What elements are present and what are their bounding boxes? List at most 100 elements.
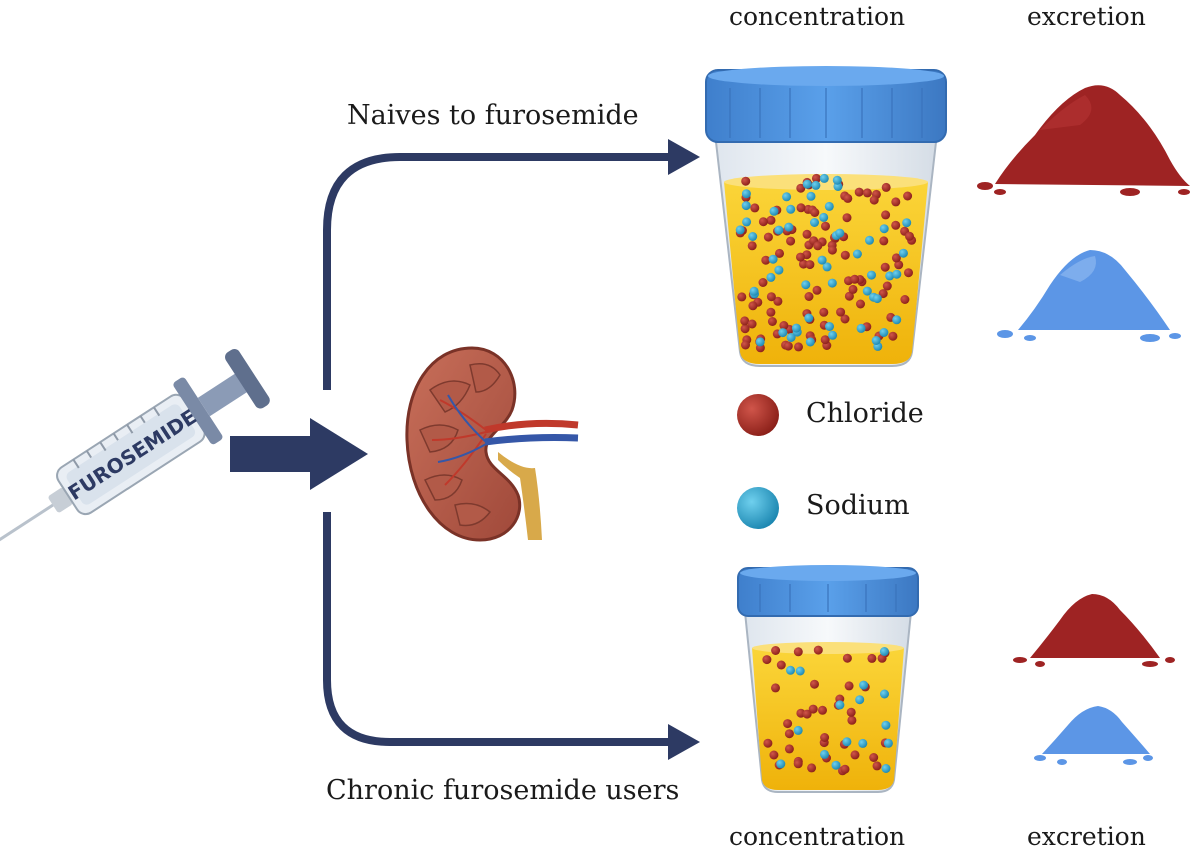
chronic-arrowhead xyxy=(668,724,700,760)
sodium-particle xyxy=(856,323,866,333)
chronic-pathway-label: Chronic furosemide users xyxy=(326,775,680,806)
chloride-particle xyxy=(796,252,805,262)
concentration-label-bottom: concentration xyxy=(729,822,906,851)
sodium-particle xyxy=(741,189,751,199)
chloride-particle xyxy=(879,236,889,246)
sodium-particle xyxy=(819,173,829,183)
chloride-particle xyxy=(763,738,773,748)
chloride-particle xyxy=(844,681,854,691)
chloride-particle xyxy=(762,655,772,665)
sodium-particle xyxy=(872,294,882,304)
sodium-particle xyxy=(852,249,862,259)
chloride-particle xyxy=(842,653,852,663)
sodium-particle xyxy=(786,204,796,214)
chloride-particle xyxy=(783,719,793,729)
chloride-particle xyxy=(819,307,829,317)
chloride-particle xyxy=(802,229,812,239)
excretion-label-top: excretion xyxy=(1027,2,1146,31)
chloride-particle xyxy=(766,215,776,225)
concentration-label-top: concentration xyxy=(729,2,906,31)
chloride-particle xyxy=(761,255,771,265)
sodium-particle xyxy=(881,720,891,730)
chloride-particle xyxy=(775,248,784,258)
powder-pile-icon xyxy=(1013,594,1175,667)
sodium-particle xyxy=(795,666,805,676)
sodium-particle xyxy=(871,336,881,345)
sodium-particle xyxy=(892,269,902,279)
chloride-particle xyxy=(820,335,830,345)
sodium-particle xyxy=(858,738,868,748)
chronic-pathway-arrow xyxy=(323,512,668,746)
sodium-particle xyxy=(824,201,834,211)
chloride-particle xyxy=(820,733,830,742)
chloride-particle xyxy=(891,220,901,230)
sodium-particle xyxy=(805,337,815,347)
chloride-particle xyxy=(840,764,850,774)
sodium-particle xyxy=(828,330,838,340)
chloride-particle xyxy=(776,660,786,670)
chloride-particle xyxy=(905,231,914,241)
chloride-particle xyxy=(827,245,837,255)
main-arrowhead xyxy=(310,418,368,490)
chloride-particle xyxy=(740,324,750,334)
naive-pathway-arrow xyxy=(323,153,668,390)
kidney-icon xyxy=(405,346,579,542)
chloride-particle xyxy=(904,268,913,278)
sodium-particle xyxy=(835,228,845,238)
sodium-particle xyxy=(766,272,776,282)
chloride-particle xyxy=(779,321,789,330)
chloride-particle xyxy=(758,278,768,287)
sodium-particle xyxy=(902,218,912,228)
sodium-particle xyxy=(881,764,891,773)
chloride-particle xyxy=(881,210,891,220)
naive-pathway-label: Naives to furosemide xyxy=(347,100,639,131)
chloride-particle xyxy=(881,182,891,192)
chloride-particle xyxy=(872,761,882,771)
chloride-particle xyxy=(818,705,827,715)
sodium-particle xyxy=(832,175,842,185)
chloride-particle xyxy=(741,340,750,350)
sodium-particle xyxy=(867,270,876,280)
chloride-particle xyxy=(844,291,854,301)
chloride-particle xyxy=(869,753,879,762)
chloride-particle xyxy=(747,319,757,329)
chloride-particle xyxy=(842,213,852,223)
chloride-particle xyxy=(758,217,768,227)
sodium-particle xyxy=(892,315,902,325)
sodium-particle xyxy=(880,689,889,699)
chloride-particle xyxy=(771,683,780,693)
urine-cup-icon xyxy=(705,66,947,367)
chloride-particle xyxy=(799,259,808,269)
chloride-particle xyxy=(748,301,758,311)
sodium-particle xyxy=(879,224,889,234)
chloride-particle xyxy=(810,208,820,217)
chloride-particle xyxy=(882,281,892,291)
chloride-particle xyxy=(891,253,901,263)
sodium-particle xyxy=(879,328,889,337)
sodium-particle xyxy=(774,225,784,235)
chloride-particle xyxy=(810,679,819,689)
chloride-particle xyxy=(805,260,815,270)
powder-pile-icon xyxy=(1034,706,1153,765)
sodium-particle xyxy=(842,737,852,747)
sodium-particle xyxy=(804,313,814,323)
sodium-particle xyxy=(786,665,795,675)
sodium-particle xyxy=(806,191,816,201)
chloride-particle xyxy=(811,173,821,183)
chloride-particle xyxy=(843,193,853,203)
chloride-particle xyxy=(812,285,822,295)
pathway-arrows xyxy=(230,139,700,760)
chloride-particle xyxy=(750,203,760,213)
chloride-particle xyxy=(850,274,860,284)
naive-arrowhead xyxy=(668,139,700,175)
sodium-particle xyxy=(879,647,889,656)
chloride-particle xyxy=(854,187,864,197)
chloride-particle xyxy=(747,241,757,251)
chloride-particle xyxy=(903,191,913,201)
chloride-particle xyxy=(869,195,879,205)
chloride-particle xyxy=(846,707,856,717)
sodium-particle xyxy=(801,280,811,290)
chloride-particle xyxy=(767,317,777,326)
chloride-particle xyxy=(862,188,872,198)
